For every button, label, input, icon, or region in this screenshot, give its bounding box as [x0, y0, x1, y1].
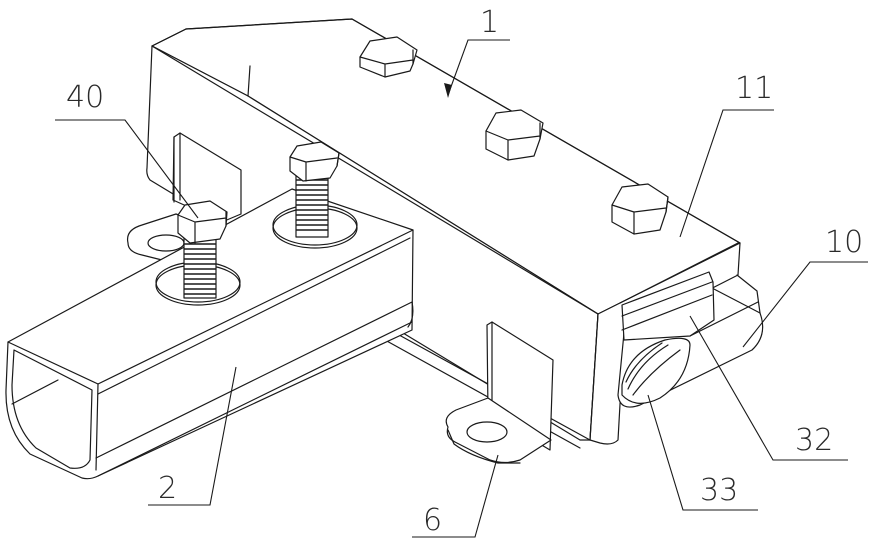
callout-11: 11 [680, 71, 774, 237]
label-40: 40 [66, 80, 104, 115]
hex-bolt-head-3 [612, 184, 668, 234]
label-11: 11 [735, 71, 773, 106]
label-10: 10 [825, 225, 863, 260]
hex-bolt-head-2 [486, 110, 543, 160]
callout-33: 33 [648, 395, 758, 510]
label-32: 32 [795, 423, 833, 458]
hex-bolt-head-1 [360, 37, 417, 77]
label-6: 6 [423, 503, 442, 538]
label-33: 33 [700, 473, 738, 508]
callout-6: 6 [412, 455, 498, 538]
label-1: 1 [480, 5, 499, 40]
label-2: 2 [158, 471, 177, 506]
